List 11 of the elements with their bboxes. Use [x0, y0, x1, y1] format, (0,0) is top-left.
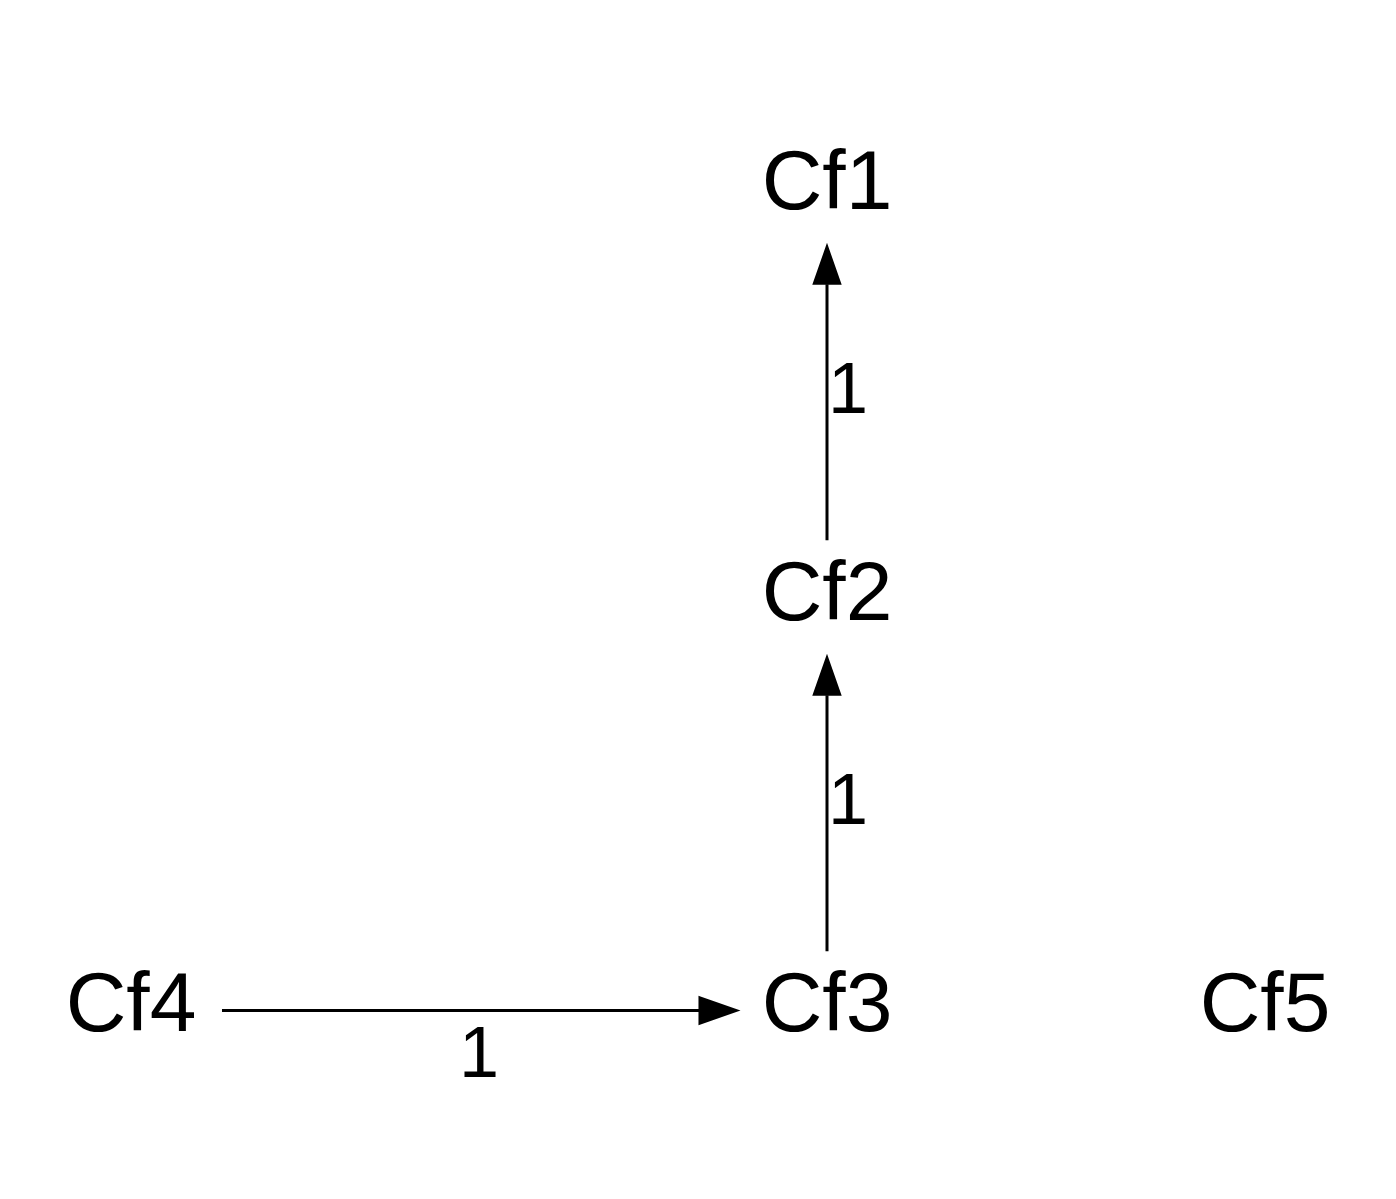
arrow — [222, 995, 741, 1026]
arrow — [812, 242, 842, 541]
node-text: Cf4 — [65, 955, 197, 1050]
edge-label: 1 — [827, 347, 869, 428]
node-text: Cf5 — [1199, 955, 1331, 1050]
node-text: Cf1 — [761, 133, 893, 228]
edge-label: 1 — [458, 1012, 500, 1093]
node-text: Cf3 — [761, 955, 893, 1050]
edge-label: 1 — [827, 758, 869, 839]
arrow — [812, 653, 842, 952]
node-text: Cf2 — [761, 544, 893, 639]
